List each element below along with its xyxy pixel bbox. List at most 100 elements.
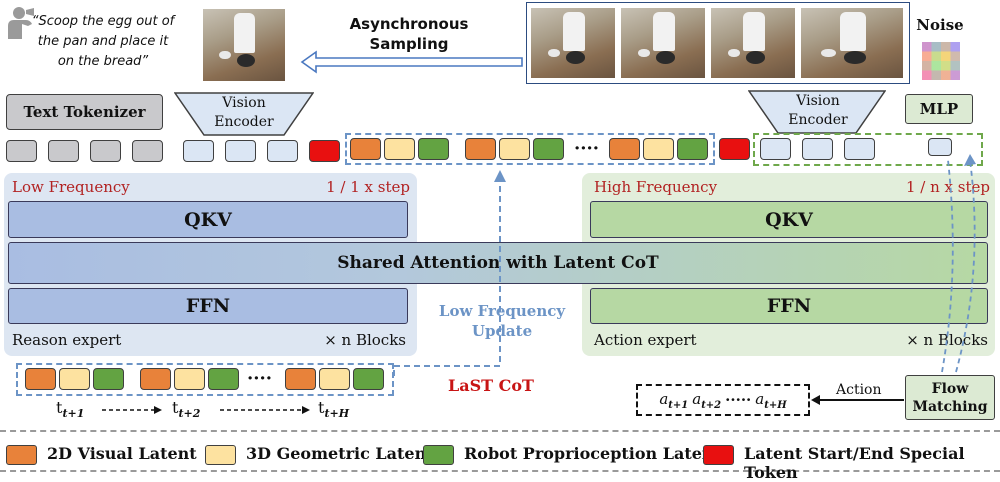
vision-token	[802, 138, 833, 160]
timestep-arrow-2	[220, 406, 310, 414]
text-token	[132, 140, 163, 162]
action-ffn: FFN	[590, 288, 988, 324]
vision-token	[844, 138, 875, 160]
noise-image	[922, 42, 960, 80]
mlp-label: MLP	[919, 100, 959, 118]
geometric-latent-token	[384, 138, 415, 160]
current-frame-image	[202, 8, 286, 82]
action-3: at+H	[755, 389, 787, 411]
geometric-latent-token	[499, 138, 530, 160]
timestep-3-sub: t+H	[324, 407, 350, 421]
legend-swatch-special	[703, 445, 734, 465]
sampling-arrow	[300, 50, 523, 74]
reason-blocks-label: × n Blocks	[324, 331, 406, 349]
visual-latent-token	[285, 368, 316, 390]
flow-feedback-arrows	[941, 154, 976, 373]
legend-swatch-visual	[6, 445, 37, 465]
history-frame-4	[800, 7, 904, 79]
action-qkv: QKV	[590, 201, 988, 238]
legend-label-geometric: 3D Geometric Latent	[246, 444, 434, 463]
timestep-3: tt+H	[318, 398, 349, 420]
vision-token	[183, 140, 214, 162]
mlp-box: MLP	[905, 94, 973, 124]
timestep-3-t: t	[318, 398, 325, 417]
legend-swatch-proprio	[423, 445, 454, 465]
geometric-latent-token	[174, 368, 205, 390]
text-token	[48, 140, 79, 162]
geometric-latent-token	[643, 138, 674, 160]
action-2: at+2	[692, 389, 722, 411]
legend-label-visual: 2D Visual Latent	[47, 444, 197, 463]
text-tokenizer-label: Text Tokenizer	[23, 103, 146, 121]
lf-update-arrow	[393, 170, 506, 376]
sampling-label: Asynchronous Sampling	[349, 15, 469, 53]
latent-start-token	[309, 140, 340, 162]
action-arrow-label: Action	[836, 382, 882, 398]
vision-token	[225, 140, 256, 162]
timestep-1-t: t	[56, 398, 63, 417]
action-step-label: 1 / n x step	[906, 178, 990, 196]
latent-end-token	[719, 138, 750, 160]
visual-latent-token	[25, 368, 56, 390]
action-blocks-label: × n Blocks	[906, 331, 988, 349]
lf-update-line2: Update	[471, 322, 533, 340]
legend-swatch-geometric	[205, 445, 236, 465]
geometric-latent-token	[319, 368, 350, 390]
vision-encoder-right-label: Vision Encoder	[788, 93, 848, 128]
geometric-latent-token	[59, 368, 90, 390]
latent-cot-group	[345, 133, 715, 165]
action-chunk: at+1 at+2 ····· at+H	[636, 384, 810, 416]
visual-latent-token	[465, 138, 496, 160]
vision-encoder-left	[174, 92, 314, 136]
cot-ellipsis: ····	[247, 368, 273, 389]
proprio-latent-token	[353, 368, 384, 390]
last-cot-label: LaST CoT	[448, 376, 534, 395]
proprio-latent-token	[418, 138, 449, 160]
legend-divider-bottom	[0, 470, 1000, 472]
timestep-1: tt+1	[56, 398, 84, 420]
vision-encoder-left-label: Vision Encoder	[214, 95, 274, 130]
proprio-latent-token	[93, 368, 124, 390]
token-ellipsis: ····	[574, 138, 600, 159]
flow-matching-box: Flow Matching	[905, 375, 995, 420]
legend-label-special: Latent Start/End Special Token	[744, 444, 965, 482]
reason-step-label: 1 / 1 x step	[326, 178, 410, 196]
action-ellipsis: ·····	[725, 391, 752, 409]
vision-token	[267, 140, 298, 162]
instruction-quote: “Scoop the egg out of the pan and place …	[31, 14, 175, 69]
vision-token	[760, 138, 791, 160]
shared-attention: Shared Attention with Latent CoT	[8, 242, 988, 284]
timestep-2-sub: t+2	[178, 407, 201, 421]
reason-expert-label: Reason expert	[12, 331, 122, 349]
action-1: at+1	[659, 389, 689, 411]
flow-matching-line2: Matching	[912, 398, 988, 415]
action-freq-label: High Frequency	[594, 178, 718, 196]
speaker-icon	[6, 6, 36, 40]
noise-token	[928, 138, 952, 156]
legend-label-proprio: Robot Proprioception Latent	[464, 444, 721, 463]
visual-latent-token	[609, 138, 640, 160]
timestep-2: tt+2	[172, 398, 200, 420]
flow-matching-line1: Flow	[931, 380, 969, 397]
lf-update-line1: Low Frequency	[438, 302, 566, 320]
timestep-1-sub: t+1	[62, 407, 85, 421]
text-tokenizer: Text Tokenizer	[6, 94, 163, 130]
history-frame-3	[710, 7, 796, 79]
reason-ffn: FFN	[8, 288, 408, 324]
proprio-latent-token	[208, 368, 239, 390]
text-token	[90, 140, 121, 162]
history-frame-2	[620, 7, 706, 79]
history-frame-1	[530, 7, 616, 79]
reason-qkv: QKV	[8, 201, 408, 238]
timestep-arrow-1	[102, 406, 162, 414]
timestep-2-t: t	[172, 398, 179, 417]
proprio-latent-token	[533, 138, 564, 160]
visual-latent-token	[140, 368, 171, 390]
legend-divider-top	[0, 430, 1000, 432]
action-input-group	[753, 133, 983, 166]
visual-latent-token	[350, 138, 381, 160]
reason-freq-label: Low Frequency	[12, 178, 130, 196]
text-token	[6, 140, 37, 162]
last-cot-group	[16, 363, 394, 396]
action-arrow	[811, 395, 904, 405]
